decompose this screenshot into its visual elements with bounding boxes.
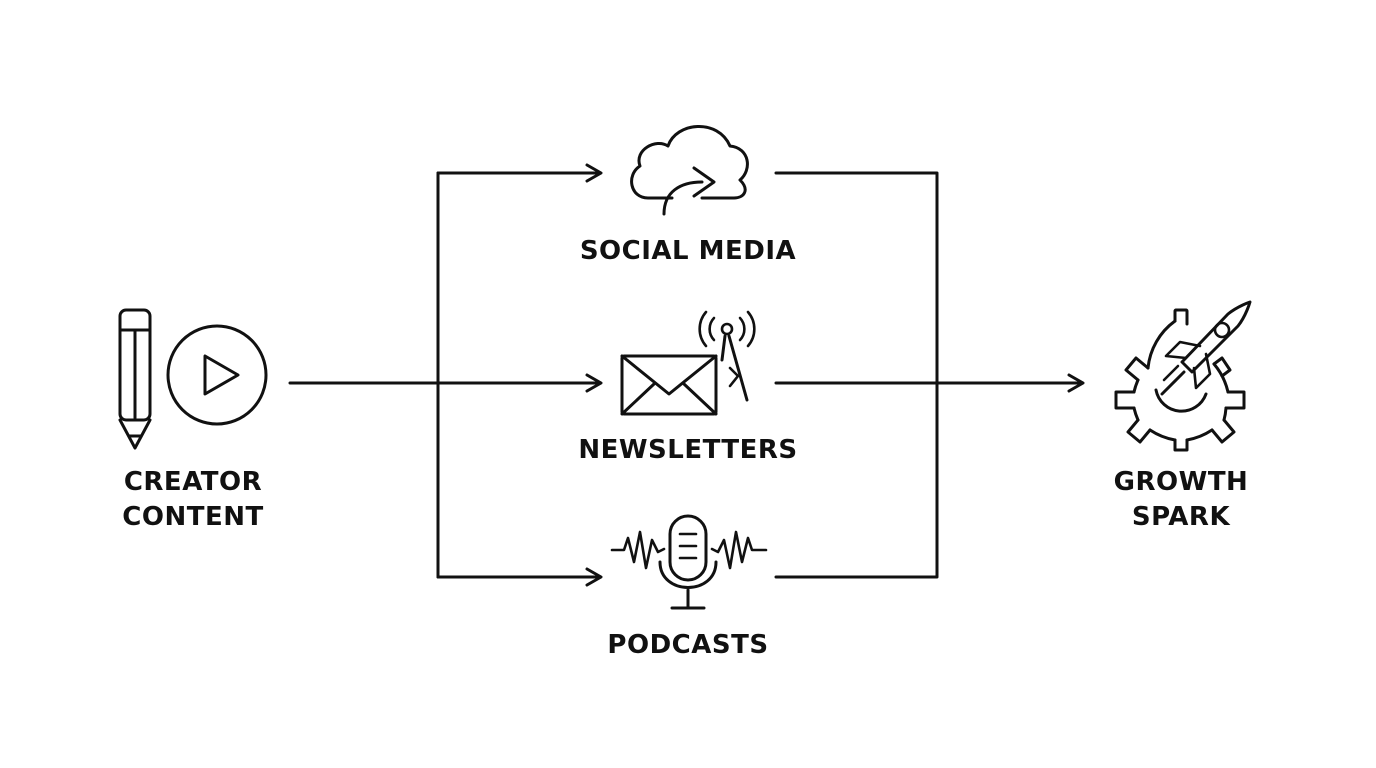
podcasts-node: PODCASTS (607, 514, 768, 660)
social-media-label: SOCIAL MEDIA (580, 236, 796, 266)
pencil-icon (118, 308, 152, 450)
podcasts-label: PODCASTS (607, 630, 768, 660)
play-icon (166, 324, 268, 426)
creator-content-node: CREATOR CONTENT (118, 308, 268, 532)
cloud-share-icon (630, 125, 749, 216)
split-bracket-left (436, 171, 602, 579)
gear-rocket-icon (1114, 300, 1252, 452)
creator-content-label-line1: CREATOR (124, 467, 262, 497)
social-media-node: SOCIAL MEDIA (580, 125, 796, 266)
growth-spark-label-line2: SPARK (1132, 502, 1231, 532)
envelope-broadcast-icon (620, 310, 756, 416)
creator-content-label-line2: CONTENT (122, 502, 263, 532)
newsletters-node: NEWSLETTERS (578, 310, 797, 465)
newsletters-label: NEWSLETTERS (578, 435, 797, 465)
merge-bracket-right (774, 171, 939, 579)
connectors (288, 163, 1085, 587)
growth-spark-node: GROWTH SPARK (1114, 300, 1252, 532)
growth-spark-label-line1: GROWTH (1114, 467, 1249, 497)
microphone-waveform-icon (610, 514, 768, 610)
